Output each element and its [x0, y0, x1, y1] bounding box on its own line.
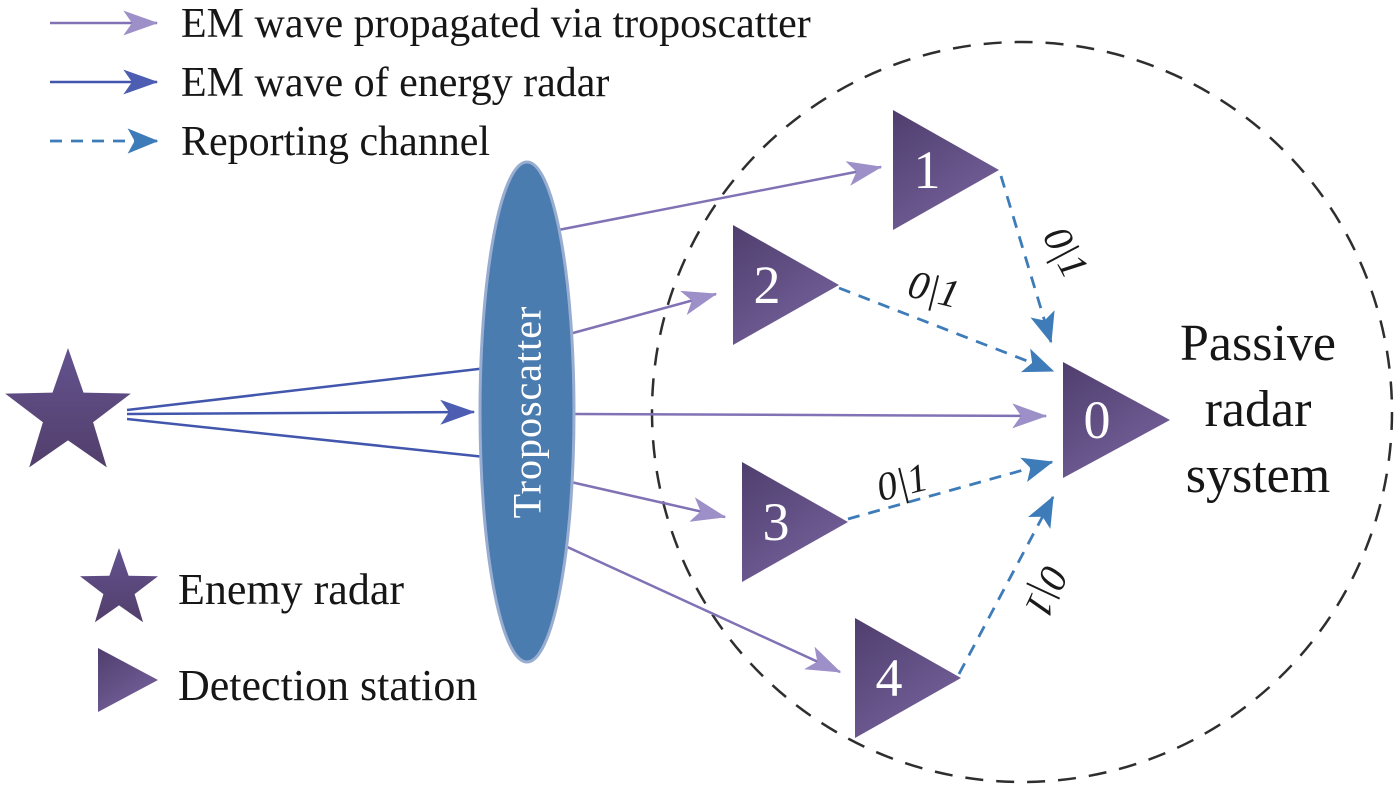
passive-radar-caption-line-3: system: [1186, 447, 1330, 504]
energy-wave-upper: [126, 364, 505, 412]
detection-station-3: [742, 462, 848, 582]
troposcatter-wave-to-station-1: [547, 161, 883, 234]
troposcatter-wave-to-station-4: [551, 538, 842, 674]
troposcatter-wave-to-station-3: [561, 478, 727, 522]
legend-reporting-channel-label: Reporting channel: [181, 119, 490, 165]
enemy-radar-star: [5, 348, 131, 468]
reporting-bit-labels: 0|1 0|1 0|1 0|1: [872, 219, 1098, 625]
troposcatter-waves: [547, 161, 1048, 674]
passive-radar-caption-line-1: Passive: [1180, 315, 1336, 372]
troposcatter-wave-to-station-2: [561, 290, 718, 338]
reporting-channel-3-to-0: [847, 457, 1054, 521]
energy-wave-lower: [126, 417, 505, 461]
station-1-label: 1: [914, 140, 941, 200]
legend-enemy-radar-star-icon: [80, 548, 158, 623]
troposcatter-label: Troposcatter: [505, 306, 550, 519]
reporting-label-1-to-0: 0|1: [1034, 219, 1098, 285]
energy-radar-waves: [126, 364, 505, 461]
detection-station-0: [1063, 362, 1170, 478]
passive-radar-caption: Passive radar system: [1180, 315, 1336, 504]
passive-radar-caption-line-2: radar: [1205, 381, 1312, 438]
detection-station-2: [733, 225, 839, 345]
detection-station-1: [893, 110, 999, 230]
reporting-channels: [838, 175, 1055, 675]
station-4-label: 4: [876, 648, 903, 708]
station-0-label: 0: [1084, 390, 1111, 450]
passive-system-boundary-circle: [650, 40, 1394, 784]
legend-detection-station-label: Detection station: [178, 661, 477, 710]
legend-top: EM wave propagated via troposcatter EM w…: [50, 1, 811, 165]
reporting-channel-1-to-0: [999, 175, 1055, 344]
legend-energy-radar-wave-label: EM wave of energy radar: [181, 60, 609, 106]
troposcatter-ellipse: [478, 160, 576, 664]
detection-stations: 1 2 0 3 4: [733, 110, 1170, 738]
detection-station-4: [855, 618, 961, 738]
station-3-label: 3: [763, 492, 790, 552]
reporting-label-4-to-0: 0|1: [1016, 559, 1078, 624]
reporting-channel-2-to-0: [838, 286, 1055, 373]
legend-enemy-radar-label: Enemy radar: [178, 565, 404, 614]
reporting-label-3-to-0: 0|1: [872, 454, 932, 510]
legend-bottom: Enemy radar Detection station: [80, 548, 477, 712]
station-2-label: 2: [754, 255, 781, 315]
reporting-label-2-to-0: 0|1: [904, 261, 964, 317]
troposcatter-wave-to-station-0: [573, 403, 1048, 429]
legend-detection-station-icon: [98, 648, 158, 712]
energy-wave-main: [126, 399, 476, 425]
legend-troposcatter-wave-label: EM wave propagated via troposcatter: [181, 1, 811, 47]
